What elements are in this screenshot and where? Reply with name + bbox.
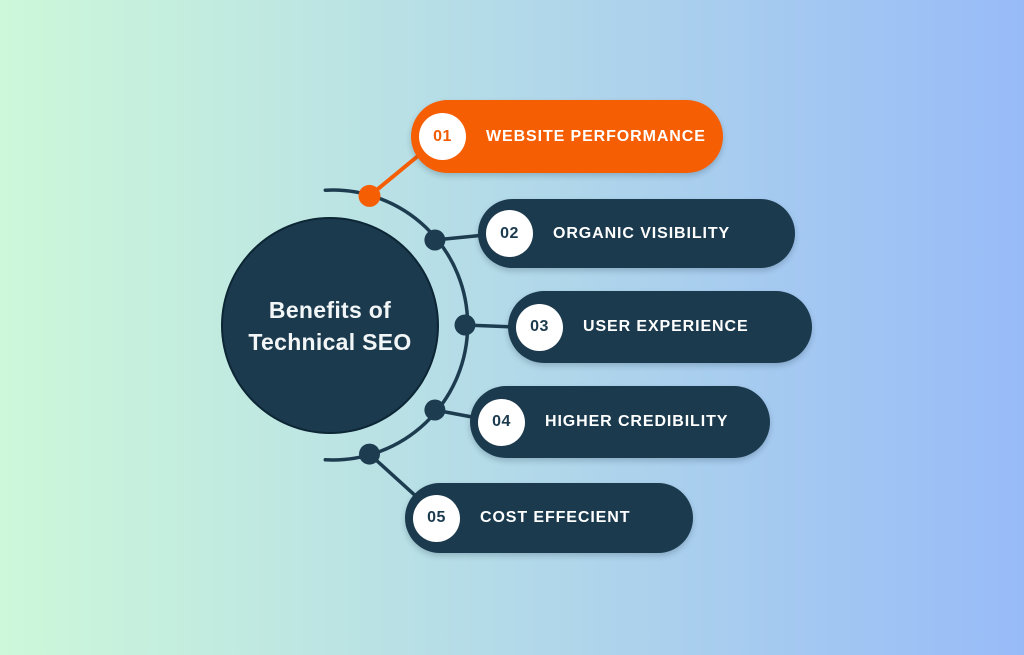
central-topic-circle: Benefits of Technical SEO — [221, 217, 439, 434]
connector-dot-1 — [358, 184, 381, 207]
benefit-item-3: 03 USER EXPERIENCE — [508, 291, 812, 363]
connector-dot-2 — [424, 229, 446, 251]
item-label: HIGHER CREDIBILITY — [545, 413, 729, 430]
item-label: WEBSITE PERFORMANCE — [486, 127, 706, 145]
connector-dot-3 — [454, 314, 476, 336]
benefit-item-1: 01 WEBSITE PERFORMANCE — [411, 100, 723, 173]
benefit-item-4: 04 HIGHER CREDIBILITY — [470, 386, 770, 458]
item-number-badge: 02 — [486, 210, 533, 257]
central-topic-title-line1: Benefits of — [268, 296, 392, 323]
item-number-badge: 01 — [419, 113, 466, 160]
connector-dot-4 — [424, 399, 446, 421]
benefit-item-2: 02 ORGANIC VISIBILITY — [478, 199, 795, 268]
item-number-badge: 04 — [478, 398, 525, 446]
item-number-badge: 05 — [413, 494, 460, 542]
item-label: ORGANIC VISIBILITY — [553, 224, 731, 242]
item-label: USER EXPERIENCE — [583, 318, 749, 335]
item-number-badge: 03 — [516, 303, 563, 351]
benefit-item-5: 05 COST EFFECIENT — [405, 483, 693, 553]
item-label: COST EFFECIENT — [480, 509, 631, 526]
connector-dot-5 — [359, 443, 380, 465]
central-topic-title-line2: Technical SEO — [248, 328, 412, 355]
